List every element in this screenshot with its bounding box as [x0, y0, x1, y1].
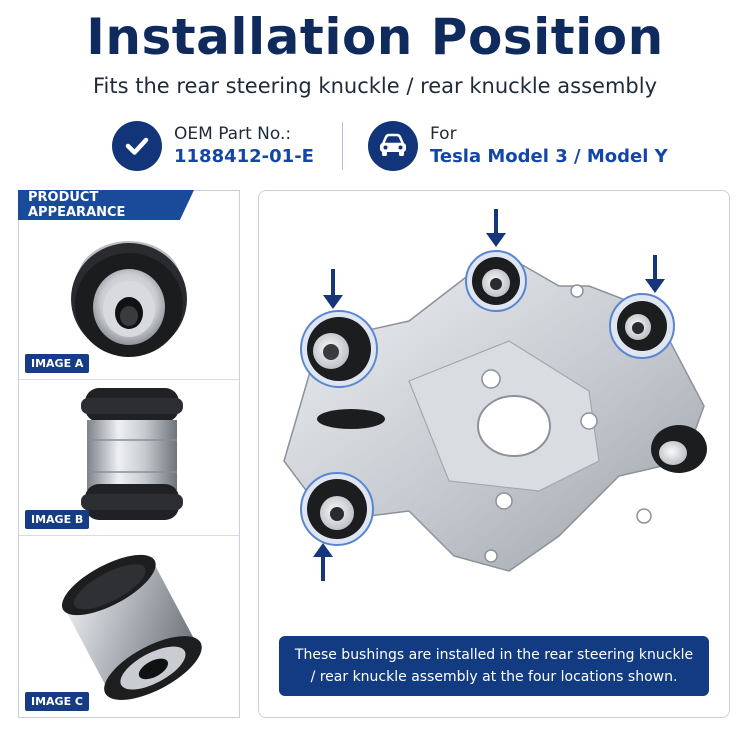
image-a-tag: IMAGE A	[25, 354, 90, 373]
knuckle-assembly-image	[283, 209, 707, 581]
bushing-location-3	[609, 293, 675, 359]
installation-panel: These bushings are installed in the rear…	[258, 190, 730, 718]
bushing-top-rubber	[317, 409, 385, 429]
installation-caption: These bushings are installed in the rear…	[279, 636, 709, 696]
hub-bore	[477, 395, 551, 457]
info-divider	[342, 122, 343, 170]
oem-part-number: 1188412-01-E	[174, 146, 314, 167]
bushing-location-2	[465, 250, 527, 312]
vehicle-for-label: For	[430, 124, 457, 144]
product-appearance-header: PRODUCT APPEARANCE	[18, 190, 194, 220]
down-arrow-icon	[645, 255, 665, 293]
bushing-side-view-image	[81, 388, 183, 520]
bushing-location-4	[300, 472, 374, 546]
bushing-angled-view-image	[61, 554, 202, 700]
vehicle-model: Tesla Model 3 / Model Y	[430, 146, 668, 167]
image-c-cell: IMAGE C	[19, 535, 239, 717]
oem-part-block: OEM Part No.: 1188412-01-E	[112, 118, 314, 174]
check-circle-icon	[112, 121, 162, 171]
page-title: Installation Position	[86, 8, 664, 66]
oem-part-label: OEM Part No.:	[174, 124, 292, 144]
image-c-tag: IMAGE C	[25, 692, 89, 711]
bushing-location-1	[300, 310, 378, 388]
vehicle-fit-block: For Tesla Model 3 / Model Y	[368, 118, 668, 174]
page-subtitle: Fits the rear steering knuckle / rear kn…	[92, 74, 658, 98]
down-arrow-icon	[323, 269, 343, 309]
bushing-front-view-image	[71, 241, 187, 357]
product-appearance-panel: PRODUCT APPEARANCE IMAGE A	[18, 190, 240, 718]
up-arrow-icon	[313, 543, 333, 581]
image-a-cell: IMAGE A	[19, 221, 239, 379]
info-row: OEM Part No.: 1188412-01-E For Tesla Mod…	[0, 118, 750, 174]
down-arrow-icon	[486, 209, 506, 247]
image-b-cell: IMAGE B	[19, 379, 239, 535]
side-bushing	[651, 425, 707, 473]
image-b-tag: IMAGE B	[25, 510, 90, 529]
car-icon	[368, 121, 418, 171]
